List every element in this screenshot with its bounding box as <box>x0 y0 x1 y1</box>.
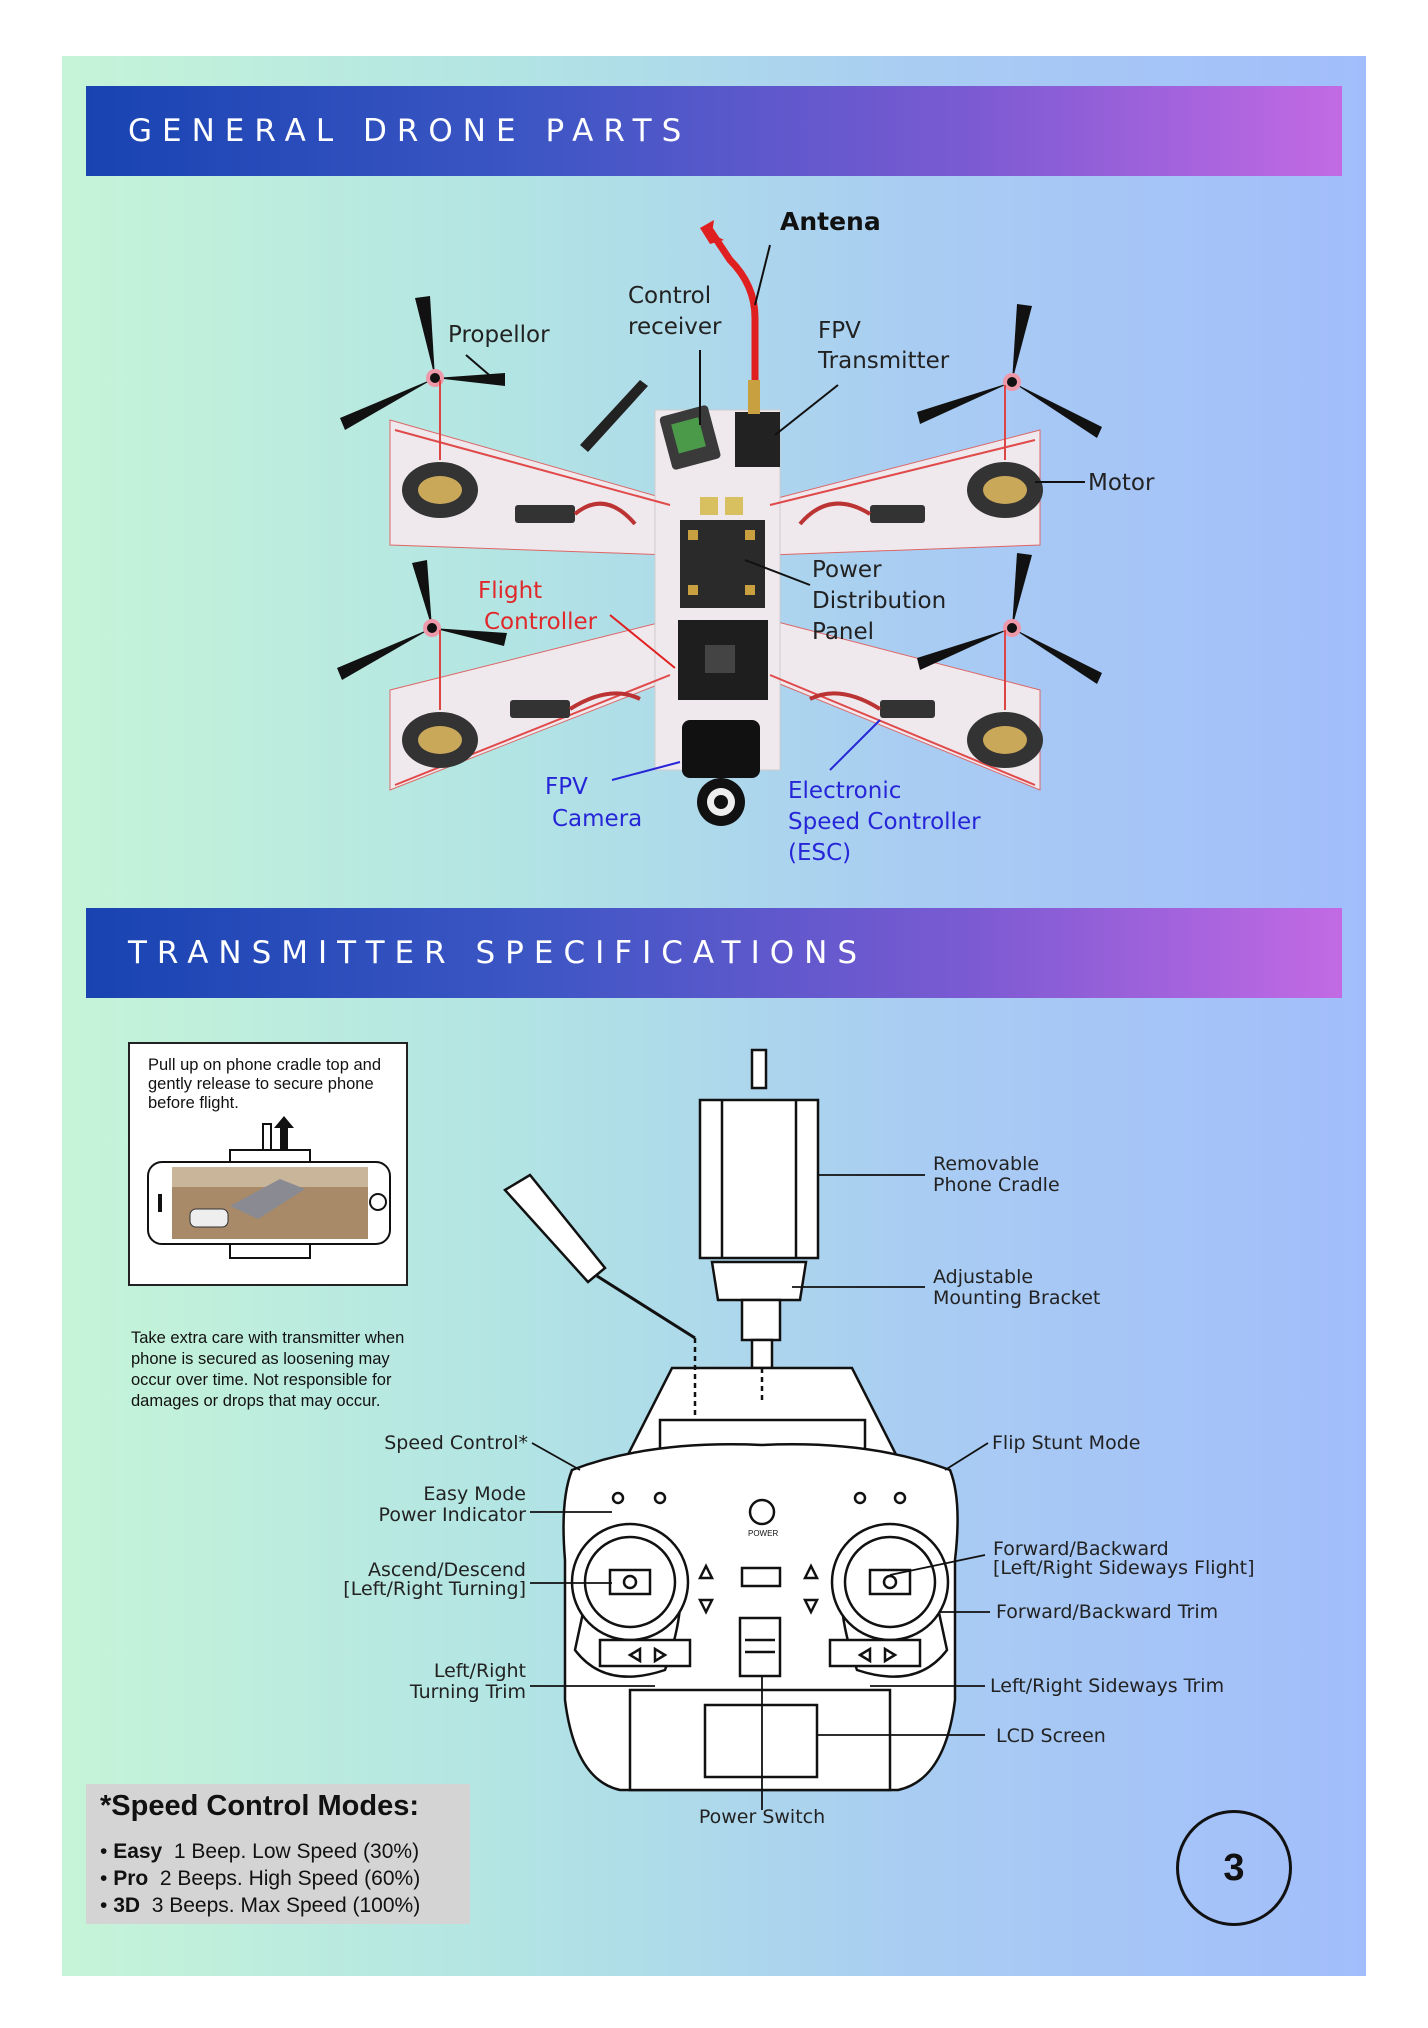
propeller-icon <box>337 296 1102 684</box>
mounting-bracket-label: Mounting Bracket <box>933 1287 1100 1309</box>
sideways-flight-label: [Left/Right Sideways Flight] <box>993 1557 1255 1579</box>
mounting-bracket-label: Adjustable <box>933 1266 1033 1288</box>
power-distribution-label: Power <box>812 557 882 583</box>
screwdriver-icon <box>503 1173 696 1340</box>
transmitter-body <box>562 1366 959 1792</box>
leader-line <box>829 719 881 771</box>
phone-on-cradle-illustration <box>147 1116 391 1259</box>
section-title: GENERAL DRONE PARTS <box>128 113 692 149</box>
fpv-transmitter-label: FPV <box>818 318 861 344</box>
fpv-camera-label: FPV <box>545 774 588 800</box>
motor-icon <box>402 380 1043 768</box>
control-receiver-icon <box>659 405 721 470</box>
turning-trim-label: Left/Right <box>434 1660 526 1682</box>
phone-cradle-icon <box>698 1048 820 1370</box>
power-distribution-board-icon <box>680 497 765 608</box>
forward-backward-trim-label: Forward/Backward Trim <box>996 1601 1218 1623</box>
transmitter-leader-lines <box>530 1174 990 1810</box>
cradle-note-text: Pull up on phone cradle top and gently r… <box>148 1056 382 1112</box>
speed-modes-title: *Speed Control Modes: <box>100 1790 420 1822</box>
flight-controller-label: Flight <box>478 578 542 604</box>
esc-label: Speed Controller <box>788 809 981 835</box>
turning-trim-label: Turning Trim <box>409 1681 526 1703</box>
care-note-text: Take extra care with transmitter when ph… <box>131 1329 405 1410</box>
flight-controller-icon <box>678 620 768 700</box>
leader-lines <box>465 244 1085 586</box>
esc-icon <box>510 501 935 718</box>
tool-icon <box>580 380 648 452</box>
fpv-camera-label: Camera <box>552 806 642 832</box>
antenna-icon <box>700 220 759 380</box>
flip-stunt-label: Flip Stunt Mode <box>992 1432 1140 1454</box>
drone-parts-diagram: Antena Control receiver Propellor FPV Tr… <box>337 207 1155 866</box>
motor-label: Motor <box>1088 470 1155 496</box>
sideways-trim-label: Left/Right Sideways Trim <box>990 1675 1224 1697</box>
list-item: • Easy 1 Beep. Low Speed (30%) <box>100 1840 420 1863</box>
fpv-transmitter-label: Transmitter <box>817 348 950 374</box>
lcd-screen-label: LCD Screen <box>996 1725 1106 1747</box>
power-switch-label: Power Switch <box>699 1806 825 1828</box>
power-distribution-label: Panel <box>812 619 874 645</box>
ascend-descend-label: Ascend/Descend <box>368 1559 526 1581</box>
fpv-transmitter-icon <box>735 380 780 467</box>
control-receiver-label: receiver <box>628 314 722 340</box>
power-indicator-label: Power Indicator <box>379 1504 527 1526</box>
list-item: • Pro 2 Beeps. High Speed (60%) <box>100 1867 421 1890</box>
removable-cradle-label: Removable <box>933 1153 1039 1175</box>
section-title: TRANSMITTER SPECIFICATIONS <box>128 935 868 971</box>
phone-cradle-note-box: Pull up on phone cradle top and gently r… <box>128 1042 408 1286</box>
power-small-label: POWER <box>748 1529 778 1538</box>
esc-label: Electronic <box>788 778 901 804</box>
speed-control-label: Speed Control* <box>384 1432 528 1454</box>
fpv-camera-icon <box>682 720 760 826</box>
easy-mode-label: Easy Mode <box>423 1483 526 1505</box>
propellor-label: Propellor <box>448 322 550 348</box>
list-item: • 3D 3 Beeps. Max Speed (100%) <box>100 1894 421 1917</box>
leader-line <box>609 614 676 669</box>
antenna-label: Antena <box>780 207 881 236</box>
leader-line <box>611 761 681 781</box>
control-receiver-label: Control <box>628 283 711 309</box>
speed-modes-list: • Easy 1 Beep. Low Speed (30%) • Pro 2 B… <box>100 1838 420 1919</box>
power-distribution-label: Distribution <box>812 588 946 614</box>
section-banner-transmitter: TRANSMITTER SPECIFICATIONS <box>86 908 1342 998</box>
removable-cradle-label: Phone Cradle <box>933 1174 1060 1196</box>
speed-control-modes-box: *Speed Control Modes: • Easy 1 Beep. Low… <box>86 1784 470 1924</box>
flight-controller-label: Controller <box>484 609 598 635</box>
page-number: 3 <box>1176 1810 1292 1926</box>
forward-backward-label: Forward/Backward <box>993 1538 1169 1560</box>
left-right-turning-label: [Left/Right Turning] <box>343 1578 526 1600</box>
esc-label: (ESC) <box>788 840 851 866</box>
section-banner-drone-parts: GENERAL DRONE PARTS <box>86 86 1342 176</box>
